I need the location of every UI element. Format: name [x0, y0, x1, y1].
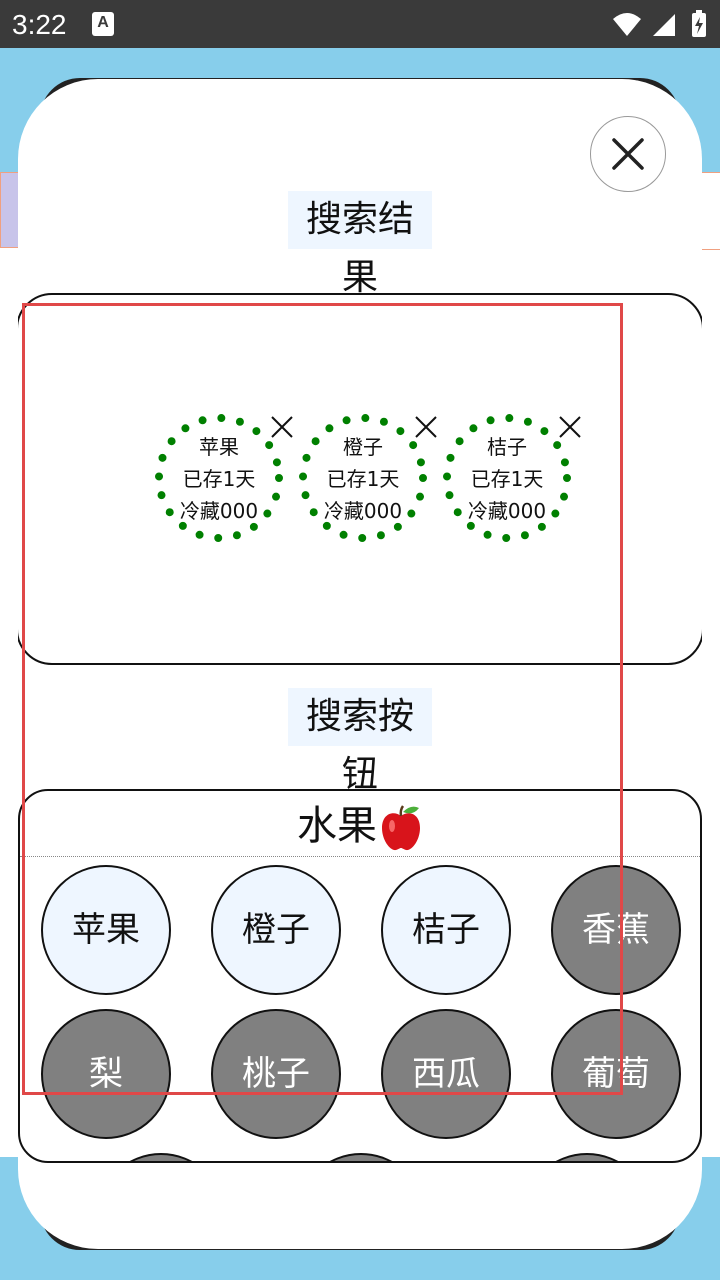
remove-icon[interactable] [414, 415, 438, 439]
fruit-category-panel: 水果 苹果 橙子 桔子 香蕉 梨 桃子 西瓜 葡萄 [18, 789, 702, 1163]
search-modal: 搜索结果 苹果 已存1天 冷藏000 橙子 已存1天 冷藏000 [18, 79, 702, 1249]
result-item[interactable]: 桔子 已存1天 冷藏000 [442, 413, 581, 543]
category-title: 水果 [297, 803, 377, 849]
close-icon [612, 138, 644, 170]
result-name: 桔子 [487, 435, 527, 459]
fruit-button-tangerine[interactable]: 桔子 [381, 865, 511, 995]
status-icons [612, 10, 708, 38]
fruit-button-orange[interactable]: 橙子 [211, 865, 341, 995]
search-buttons-title: 搜索按钮 [288, 688, 432, 795]
fruit-button-partial[interactable] [96, 1153, 226, 1161]
fruit-button-partial[interactable] [522, 1153, 652, 1161]
status-bar: 3:22 A [0, 0, 720, 48]
fruit-button-watermelon[interactable]: 西瓜 [381, 1009, 511, 1139]
a-icon: A [92, 12, 114, 36]
remove-icon[interactable] [270, 415, 294, 439]
dotted-ring [155, 414, 283, 542]
search-results-panel: 苹果 已存1天 冷藏000 橙子 已存1天 冷藏000 [18, 293, 702, 665]
fruit-button-grape[interactable]: 葡萄 [551, 1009, 681, 1139]
battery-icon [692, 10, 706, 37]
dotted-ring [443, 414, 571, 542]
result-storage: 冷藏000 [323, 499, 403, 523]
fruit-button-pear[interactable]: 梨 [41, 1009, 171, 1139]
background-tab [0, 172, 20, 248]
fruit-button-apple[interactable]: 苹果 [41, 865, 171, 995]
search-results-title: 搜索结果 [288, 191, 432, 298]
result-storage: 冷藏000 [179, 499, 259, 523]
apple-icon [382, 805, 420, 851]
status-time: 3:22 [12, 9, 67, 40]
category-header: 水果 [20, 791, 700, 857]
signal-icon [652, 14, 675, 36]
dotted-ring [299, 414, 427, 542]
result-item[interactable]: 橙子 已存1天 冷藏000 [298, 413, 437, 543]
close-button[interactable] [590, 116, 666, 192]
fruit-button-partial[interactable] [296, 1153, 426, 1161]
result-item[interactable]: 苹果 已存1天 冷藏000 [154, 413, 293, 543]
remove-icon[interactable] [558, 415, 582, 439]
result-name: 橙子 [343, 435, 383, 459]
result-stored: 已存1天 [326, 467, 400, 491]
result-stored: 已存1天 [470, 467, 544, 491]
background-divider [700, 172, 720, 250]
result-storage: 冷藏000 [467, 499, 547, 523]
fruit-button-peach[interactable]: 桃子 [211, 1009, 341, 1139]
fruit-button-banana[interactable]: 香蕉 [551, 865, 681, 995]
wifi-icon [612, 13, 641, 36]
result-name: 苹果 [199, 435, 239, 459]
result-stored: 已存1天 [182, 467, 256, 491]
